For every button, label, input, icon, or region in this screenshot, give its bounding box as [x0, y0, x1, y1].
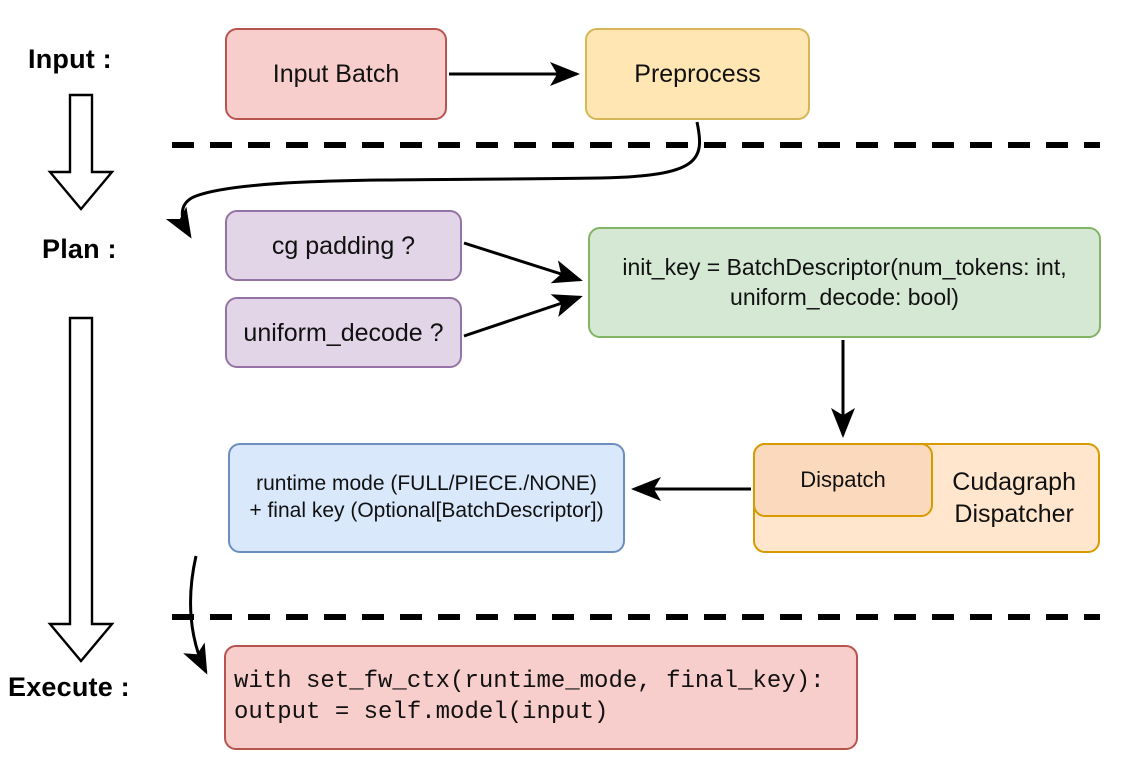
node-init-key-label: init_key = BatchDescriptor(num_tokens: i… — [622, 254, 1067, 310]
edge-uniform-decode-to-init-key — [463, 294, 583, 338]
node-input-batch-label: Input Batch — [272, 60, 400, 88]
edge-runtime-mode-to-execute-code — [183, 555, 208, 675]
node-dispatch[interactable]: Dispatch — [753, 443, 933, 517]
node-input-batch[interactable]: Input Batch — [225, 28, 447, 120]
node-dispatch-label: Dispatch — [800, 466, 886, 492]
stage-block-arrow-plan-to-execute — [47, 316, 115, 663]
edge-cg-padding-to-init-key — [463, 241, 583, 284]
node-cudagraph-dispatcher-label: Cudagraph Dispatcher — [952, 468, 1076, 528]
node-preprocess[interactable]: Preprocess — [585, 28, 810, 120]
stage-block-arrow-input-to-plan — [47, 93, 115, 211]
node-cg-padding[interactable]: cg padding ? — [225, 210, 462, 281]
node-runtime-mode-label: runtime mode (FULL/PIECE./NONE) + final … — [249, 472, 604, 522]
stage-label-input: Input : — [28, 44, 112, 74]
stage-label-plan: Plan : — [42, 234, 117, 264]
node-preprocess-label: Preprocess — [634, 60, 761, 88]
node-execute-code[interactable]: with set_fw_ctx(runtime_mode, final_key)… — [224, 645, 858, 750]
node-init-key[interactable]: init_key = BatchDescriptor(num_tokens: i… — [588, 227, 1101, 338]
stage-label-execute: Execute : — [8, 672, 130, 702]
node-uniform-decode[interactable]: uniform_decode ? — [225, 297, 462, 368]
node-uniform-decode-label: uniform_decode ? — [243, 318, 444, 347]
node-cg-padding-label: cg padding ? — [271, 231, 416, 260]
node-runtime-mode[interactable]: runtime mode (FULL/PIECE./NONE) + final … — [228, 443, 625, 553]
node-execute-code-label: with set_fw_ctx(runtime_mode, final_key)… — [234, 667, 825, 726]
